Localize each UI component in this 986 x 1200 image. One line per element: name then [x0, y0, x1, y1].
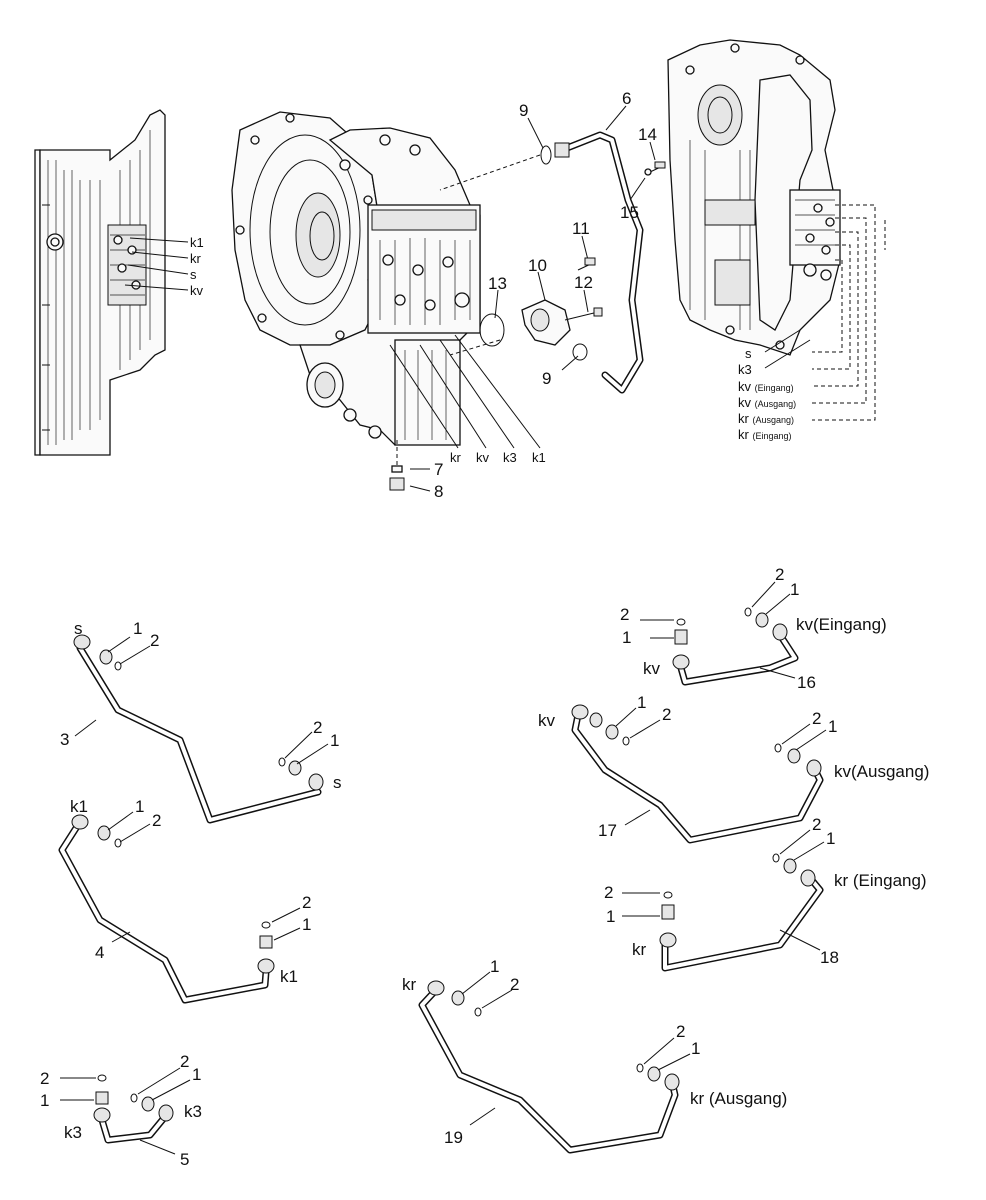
right-label-k3: k3 — [738, 362, 752, 377]
pipe17-label-kv: kv — [538, 711, 556, 730]
pipe18-label-2: 2 — [604, 883, 613, 902]
pipe4-label-1-top: 1 — [135, 797, 144, 816]
pipe19-label-kr: kr — [402, 975, 417, 994]
pipe19-label-1-right: 1 — [691, 1039, 700, 1058]
center-housing-drawing — [231, 111, 481, 491]
center-label-13: 13 — [488, 274, 507, 293]
pipe17-label-2-right: 2 — [812, 709, 821, 728]
pipe19-label-19: 19 — [444, 1128, 463, 1147]
pipe16-label-16: 16 — [797, 673, 816, 692]
pipe16-label-kv-eingang: kv(Eingang) — [796, 615, 887, 634]
pipe18-label-1-right: 1 — [826, 829, 835, 848]
center-label-11: 11 — [572, 219, 590, 238]
pipe5-label-5: 5 — [180, 1150, 189, 1169]
pipe17-label-kv-ausgang: kv(Ausgang) — [834, 762, 929, 781]
right-label-kv-ausgang: kv (Ausgang) — [738, 395, 796, 410]
pipe5-label-k3-left: k3 — [64, 1123, 82, 1142]
pipe4-label-k1-bottom: k1 — [280, 967, 298, 986]
center-label-7: 7 — [434, 460, 443, 479]
center-loose-parts — [479, 131, 666, 394]
pipe17-label-1-top: 1 — [637, 693, 646, 712]
pipe17-label-1-right: 1 — [828, 717, 837, 736]
left-label-kv: kv — [190, 283, 204, 298]
pipe4-label-1-bottom: 1 — [302, 915, 311, 934]
pipe3-label-3: 3 — [60, 730, 69, 749]
center-label-8: 8 — [434, 482, 443, 501]
pipe16-label-2: 2 — [620, 605, 629, 624]
pipe16-label-1-right: 1 — [790, 580, 799, 599]
right-label-s: s — [745, 346, 752, 361]
pipe17-label-2-top: 2 — [662, 705, 671, 724]
pipe5-label-1-right: 1 — [192, 1065, 201, 1084]
center-leaders — [389, 105, 656, 492]
pipe18-label-1: 1 — [606, 907, 615, 926]
center-label-9-top: 9 — [519, 101, 528, 120]
left-housing-leaders — [124, 237, 189, 291]
center-label-kr: kr — [450, 450, 462, 465]
pipe18-label-kr-eingang: kr (Eingang) — [834, 871, 927, 890]
pipe4-label-2-top: 2 — [152, 811, 161, 830]
pipe4-label-4: 4 — [95, 943, 104, 962]
pipe19-label-kr-ausgang: kr (Ausgang) — [690, 1089, 787, 1108]
right-housing-leaders — [764, 204, 886, 421]
pipe19-label-2-right: 2 — [676, 1022, 685, 1041]
pipe3-label-s-bottom: s — [333, 773, 342, 792]
pipe5-label-2-right: 2 — [180, 1052, 189, 1071]
pipe-5 — [60, 1067, 191, 1155]
pipe19-label-1-top: 1 — [490, 957, 499, 976]
pipe3-label-1-bottom: 1 — [330, 731, 339, 750]
pipe-19 — [418, 971, 691, 1154]
right-label-kr-ausgang: kr (Ausgang) — [738, 411, 794, 426]
pipe16-label-kv: kv — [643, 659, 661, 678]
center-label-k1: k1 — [532, 450, 546, 465]
right-label-kr-eingang: kr (Eingang) — [738, 427, 792, 442]
pipe3-label-1-top: 1 — [133, 619, 142, 638]
pipe16-label-1: 1 — [622, 628, 631, 647]
center-label-12: 12 — [574, 273, 593, 292]
center-label-9-bottom: 9 — [542, 369, 551, 388]
pipe16-label-2-right: 2 — [775, 565, 784, 584]
right-label-kv-eingang: kv (Eingang) — [738, 379, 794, 394]
pipe-17 — [571, 704, 827, 844]
center-label-15: 15 — [620, 203, 639, 222]
right-housing-drawing — [667, 39, 841, 356]
pipe19-label-2-top: 2 — [510, 975, 519, 994]
pipe3-label-s-top: s — [74, 619, 83, 638]
pipe5-label-1: 1 — [40, 1091, 49, 1110]
center-label-kv: kv — [476, 450, 490, 465]
center-label-10: 10 — [528, 256, 547, 275]
pipe3-label-2-top: 2 — [150, 631, 159, 650]
center-label-14: 14 — [638, 125, 657, 144]
pipe18-label-2-right: 2 — [812, 815, 821, 834]
pipe18-label-kr: kr — [632, 940, 647, 959]
pipe4-label-2-bottom: 2 — [302, 893, 311, 912]
pipe-18 — [622, 829, 825, 972]
pipe-16 — [640, 581, 799, 686]
center-label-6: 6 — [622, 89, 631, 108]
pipe-4 — [58, 811, 301, 1004]
left-label-kr: kr — [190, 251, 202, 266]
pipe-3 — [73, 634, 329, 824]
left-label-k1: k1 — [190, 235, 204, 250]
pipe18-label-18: 18 — [820, 948, 839, 967]
pipe17-label-17: 17 — [598, 821, 617, 840]
pipe5-label-k3-right: k3 — [184, 1102, 202, 1121]
left-label-s: s — [190, 267, 197, 282]
pipe4-label-k1-top: k1 — [70, 797, 88, 816]
left-housing-drawing — [34, 109, 166, 456]
pipe5-label-2: 2 — [40, 1069, 49, 1088]
center-label-k3: k3 — [503, 450, 517, 465]
pipe3-label-2-bottom: 2 — [313, 718, 322, 737]
